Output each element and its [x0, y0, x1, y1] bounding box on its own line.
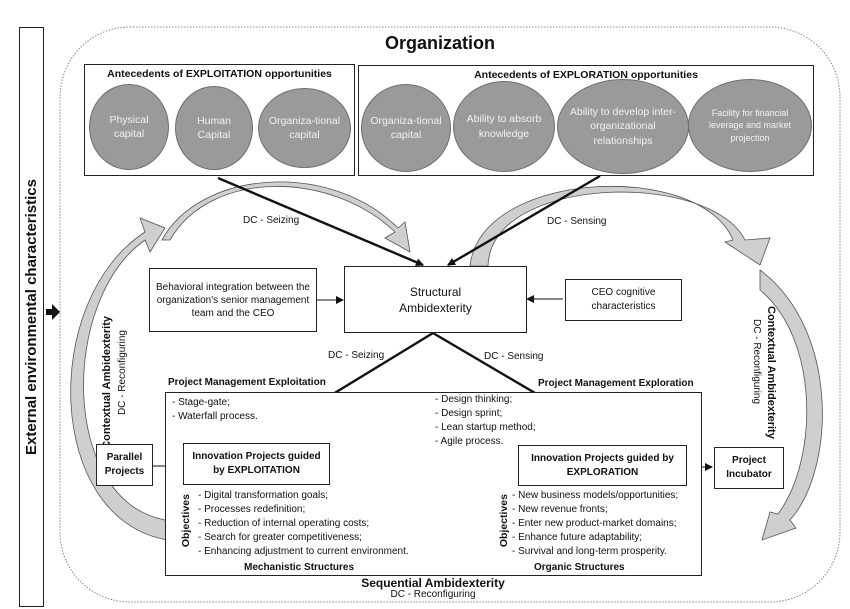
organic-structures-label: Organic Structures [534, 562, 625, 573]
dc-seizing-bottom-label: DC - Seizing [328, 350, 385, 361]
parallel-projects-box: Parallel Projects [96, 444, 153, 486]
exploitation-to-structural-arrow [217, 176, 424, 267]
contextual-left-title: Contextual Ambidexterity [101, 316, 113, 449]
circle-human-capital: Human Capital [175, 86, 253, 170]
behavioral-integration-box: Behavioral integration between the organ… [149, 268, 317, 332]
dc-sensing-top-label: DC - Sensing [547, 216, 607, 227]
exploitation-project-label: Innovation Projects guided by EXPLOITATI… [192, 451, 321, 476]
exploitation-objective: - Processes redefinition; [198, 504, 306, 515]
exploration-objectives-label: Objectives [498, 494, 510, 548]
left-curved-arrow [70, 217, 169, 541]
exploration-method: - Design thinking; [435, 394, 513, 405]
exploitation-methods-list: - Stage-gate; - Waterfall process. [172, 396, 258, 424]
sequential-ambidexterity-title: Sequential Ambidexterity [361, 576, 505, 590]
pm-exploitation-title: Project Management Exploitation [168, 377, 326, 388]
structural-ambidexterity-box: Structural Ambidexterity [344, 266, 527, 333]
exploration-project-box: Innovation Projects guided by EXPLORATIO… [518, 445, 687, 486]
external-environment-bar: External environmental characteristics [19, 27, 44, 607]
contextual-right-subtitle: DC - Reconfiguring [751, 319, 762, 405]
exploitation-objectives-label: Objectives [180, 494, 192, 548]
circle-physical-capital: Physical capital [89, 84, 169, 170]
contextual-left-subtitle: DC - Reconfiguring [117, 330, 128, 416]
exploration-project-label: Innovation Projects guided by EXPLORATIO… [531, 452, 674, 478]
exploration-objective: - Enter new product-market domains; [512, 518, 677, 529]
exploration-method: - Lean startup method; [435, 422, 536, 433]
ceo-cognitive-box: CEO cognitive characteristics [565, 279, 682, 321]
behavioral-integration-label: Behavioral integration between the organ… [156, 281, 310, 319]
exploitation-method: - Waterfall process. [172, 411, 258, 422]
exploration-to-structural-arrow [447, 174, 601, 267]
exploration-method: - Design sprint; [435, 408, 503, 419]
right-curved-arrow [759, 269, 823, 541]
exploration-objectives-list: - New business models/opportunities; - N… [512, 489, 678, 559]
exploitation-method: - Stage-gate; [172, 397, 230, 408]
pm-exploration-title: Project Management Exploration [538, 378, 694, 389]
project-incubator-label: Project Incubator [726, 455, 772, 480]
circle-organizational-capital-exploration: Organiza-tional capital [361, 84, 451, 172]
exploitation-antecedents-title: Antecedents of EXPLOITATION opportunitie… [107, 68, 332, 80]
dc-seizing-top-label: DC - Seizing [243, 215, 300, 226]
circle-organizational-capital: Organiza-tional capital [258, 88, 351, 168]
top-right-curved-arrow [469, 186, 771, 267]
sequential-ambidexterity-subtitle: DC - Reconfiguring [390, 589, 476, 600]
mechanistic-structures-label: Mechanistic Structures [244, 562, 355, 573]
circle-absorb-knowledge: Ability to absorb knowledge [453, 81, 555, 172]
exploration-objective: - Enhance future adaptability; [512, 532, 643, 543]
exploration-objective: - New revenue fronts; [512, 504, 608, 515]
organization-boundary [59, 26, 841, 603]
exploitation-objective: - Reduction of internal operating costs; [198, 518, 370, 529]
dc-sensing-bottom-label: DC - Sensing [484, 351, 544, 362]
exploitation-objective: - Search for greater competitiveness; [198, 532, 362, 543]
exploration-antecedents-title: Antecedents of EXPLORATION opportunities [474, 69, 698, 81]
organization-title: Organization [384, 33, 495, 53]
exploration-objective: - Survival and long-term prosperity. [512, 546, 667, 557]
parallel-projects-label: Parallel Projects [104, 452, 145, 477]
circle-inter-organizational: Ability to develop inter-organizational … [557, 79, 689, 174]
circle-financial-leverage: Facility for financial leverage and mark… [688, 79, 812, 172]
contextual-right-title: Contextual Ambidexterity [765, 306, 777, 439]
structural-ambidexterity-label: Structural Ambidexterity [399, 284, 472, 315]
exploitation-objective: - Digital transformation goals; [198, 490, 329, 501]
exploration-method: - Agile process. [435, 436, 504, 447]
ceo-cognitive-label: CEO cognitive characteristics [591, 287, 656, 312]
external-arrow-icon [46, 304, 60, 320]
exploitation-objective: - Enhancing adjustment to current enviro… [198, 546, 409, 557]
exploitation-objectives-list: - Digital transformation goals; - Proces… [198, 489, 409, 559]
top-left-curved-arrow [161, 181, 411, 253]
exploration-objective: - New business models/opportunities; [512, 490, 679, 501]
exploration-methods-list: - Design thinking; - Design sprint; - Le… [435, 393, 536, 449]
exploitation-project-box: Innovation Projects guided by EXPLOITATI… [183, 443, 330, 485]
project-incubator-box: Project Incubator [714, 447, 784, 489]
